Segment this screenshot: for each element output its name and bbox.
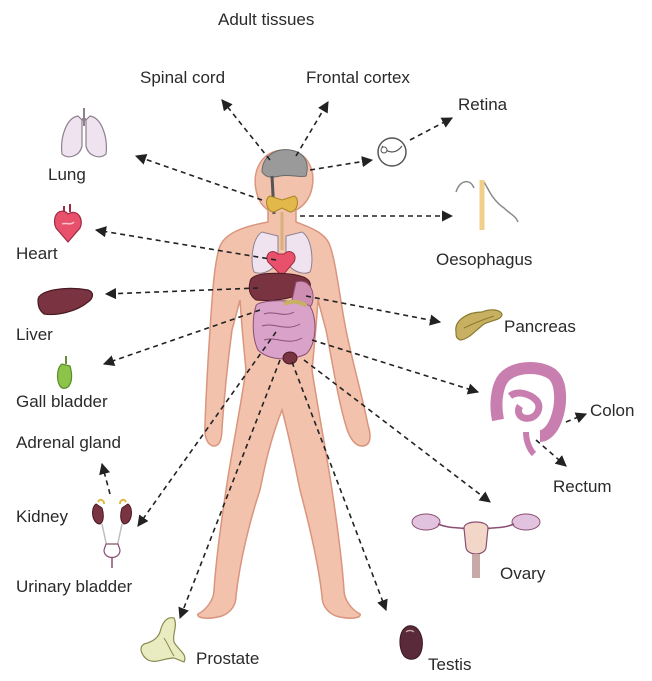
arrow-lung [136,156,262,200]
label-oesophagus: Oesophagus [436,251,532,268]
body-silhouette [198,150,370,618]
colon-icon [496,368,560,454]
lung-icon [62,108,107,157]
pancreas-icon [456,310,502,340]
label-liver: Liver [16,326,53,343]
label-rectum: Rectum [553,478,612,495]
human-body [198,150,370,618]
gall-bladder-icon [58,356,72,388]
heart-icon [54,204,81,242]
retina-icon [378,138,406,166]
arrow-adrenal-gland [102,464,110,494]
liver-icon [38,288,93,314]
label-ovary: Ovary [500,565,545,582]
arrow-frontal-cortex [296,102,328,156]
label-adrenal-gland: Adrenal gland [16,434,121,451]
label-urinary-bladder: Urinary bladder [16,578,132,595]
prostate-icon [141,618,185,662]
kidney-icon [93,500,132,568]
label-testis: Testis [428,656,471,673]
label-colon: Colon [590,402,634,419]
arrow-ovary [304,360,490,502]
oesophagus-icon [456,180,518,230]
label-frontal-cortex: Frontal cortex [306,69,410,86]
arrow-rectum [536,440,566,466]
label-gall-bladder: Gall bladder [16,393,108,410]
diagram-title: Adult tissues [218,11,314,28]
label-kidney: Kidney [16,508,68,525]
label-prostate: Prostate [196,650,259,667]
arrow-gall-bladder [104,310,260,364]
label-heart: Heart [16,245,58,262]
arrow-retina-2 [410,118,452,140]
label-pancreas: Pancreas [504,318,576,335]
urinary-bladder-icon [104,544,120,558]
bladder-organ [283,352,297,364]
label-retina: Retina [458,96,507,113]
label-lung: Lung [48,166,86,183]
label-spinal-cord: Spinal cord [140,69,225,86]
arrow-spinal-cord [222,100,270,160]
arrow-colon-2 [566,414,586,422]
testis-icon [400,626,422,659]
arrow-retina-1 [310,160,372,170]
